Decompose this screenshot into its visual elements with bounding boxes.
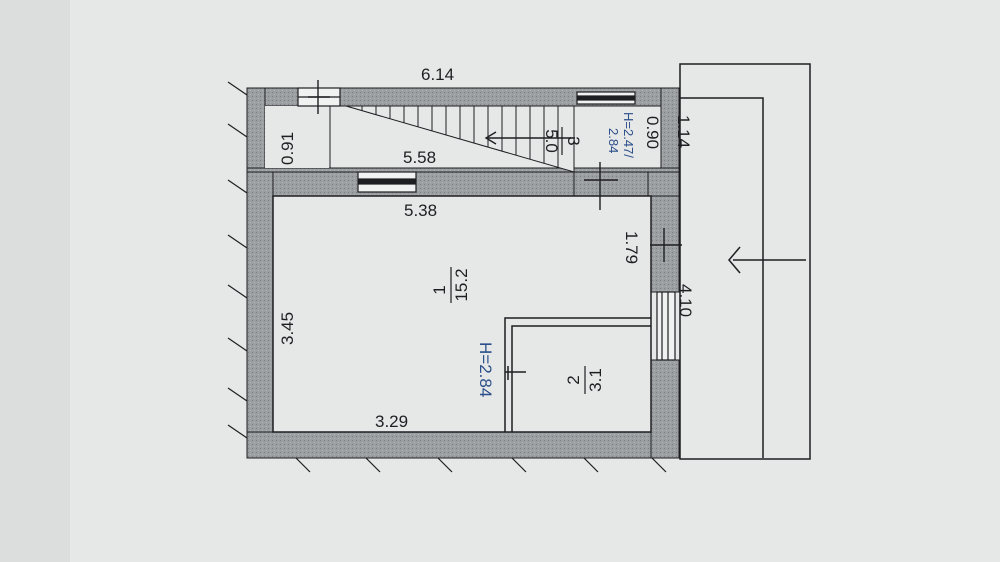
exterior-structure [679,63,811,460]
stair-height-label: H=2.47/ [621,112,636,158]
dim-bottom-length: 3.29 [375,412,408,431]
partition-outer [504,317,651,432]
staircase [345,105,575,173]
porch-inner [680,97,764,458]
dim-top-length: 6.14 [421,65,454,84]
dim-room-top-length: 5.38 [404,201,437,220]
porch-outline [679,63,811,460]
dim-top-right-width: 0.90 [643,116,662,149]
room-1-floor [272,195,652,433]
window-frame [577,95,635,101]
closet-partition [265,106,329,168]
room-3-number: 3 [564,136,583,145]
room-2-number: 2 [564,375,583,384]
stair-height-label-2: 2.84 [606,128,621,153]
partition-inner [511,325,651,432]
windows [297,87,676,361]
dim-right-upper-length: 1.79 [622,231,641,264]
wall-room-left [246,171,274,459]
dim-top-right-outer: 1.14 [674,115,693,148]
wall-room-bottom [246,431,680,459]
stair-arrow-head [484,131,497,145]
paper-shadow-left [0,0,70,562]
dim-top-left-height: 0.91 [278,132,297,165]
room-3-label: 3 5.0 [542,127,583,155]
door-marks [308,80,682,262]
room-2-label: 2 3.1 [564,366,605,394]
entry-arrow-head [728,246,741,274]
walls [246,87,680,459]
dim-right-total-length: 4.10 [676,284,695,317]
wall-corridor-end [573,171,649,197]
wall-room-right-lower [650,359,680,459]
dim-left-height: 3.45 [278,312,297,345]
window-frame [358,178,416,185]
room-2-area: 3.1 [586,368,605,392]
wall-upper-left [246,87,266,175]
room-1-number: 1 [430,285,449,294]
ground-hatching [227,81,667,473]
room-1-label: 1 15.2 [430,267,471,303]
room-2-partition [504,317,651,432]
dim-corridor-length: 5.58 [403,148,436,167]
room-3-area: 5.0 [542,129,561,153]
wall-room-right-upper [650,195,680,293]
room-height-label: H=2.84 [476,342,495,397]
room-1-area: 15.2 [452,268,471,301]
window-room-right [656,291,676,361]
